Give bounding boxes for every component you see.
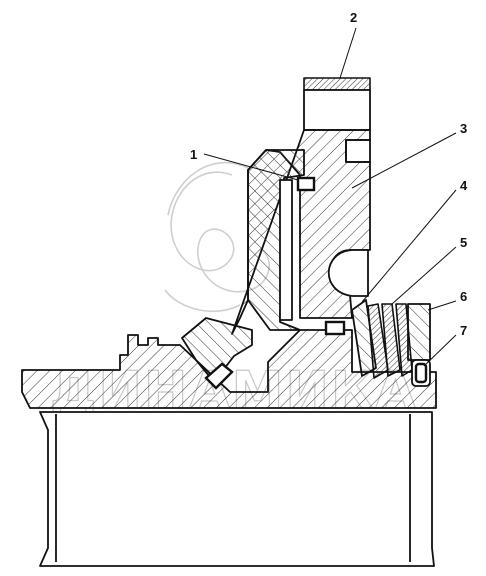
o-ring-lower — [324, 320, 346, 336]
callout-1: 1 — [190, 147, 197, 162]
leader-5 — [391, 246, 457, 305]
callout-3: 3 — [460, 121, 467, 136]
shaft-body — [39, 411, 435, 567]
o-ring-upper — [296, 176, 316, 192]
callout-2: 2 — [350, 10, 357, 25]
leader-7 — [423, 334, 457, 367]
housing-liner — [279, 179, 293, 321]
leader-3 — [351, 132, 457, 189]
gland-body — [181, 317, 253, 383]
gland-seal — [204, 362, 234, 390]
callouts: 1 2 3 4 5 6 7 — [190, 10, 468, 338]
ring-part-6 — [407, 303, 431, 361]
shaft — [21, 329, 437, 567]
callout-4: 4 — [460, 178, 468, 193]
v-ring-2 — [381, 303, 401, 377]
callout-6: 6 — [460, 289, 467, 304]
plug-cap — [303, 77, 371, 91]
callout-7: 7 — [460, 323, 467, 338]
housing-inner — [247, 149, 305, 331]
o-ring-part-1 — [296, 176, 346, 336]
leader-4 — [361, 189, 457, 303]
watermark-swirl-2 — [164, 162, 249, 313]
leaders — [203, 27, 457, 367]
ring-6-body — [407, 303, 431, 361]
leader-1 — [203, 153, 299, 181]
housing-part-3 — [231, 129, 371, 335]
v-packing-part-5 — [367, 303, 413, 379]
plug-slot — [345, 139, 371, 163]
gland — [181, 317, 253, 390]
leader-2 — [339, 27, 357, 79]
shaft-flange — [21, 329, 437, 409]
retainer-part-7 — [411, 359, 431, 387]
plug-body — [303, 89, 371, 131]
retainer-inner — [414, 362, 428, 384]
leader-6 — [427, 300, 457, 311]
callout-5: 5 — [460, 235, 467, 250]
housing-groove — [327, 249, 369, 297]
